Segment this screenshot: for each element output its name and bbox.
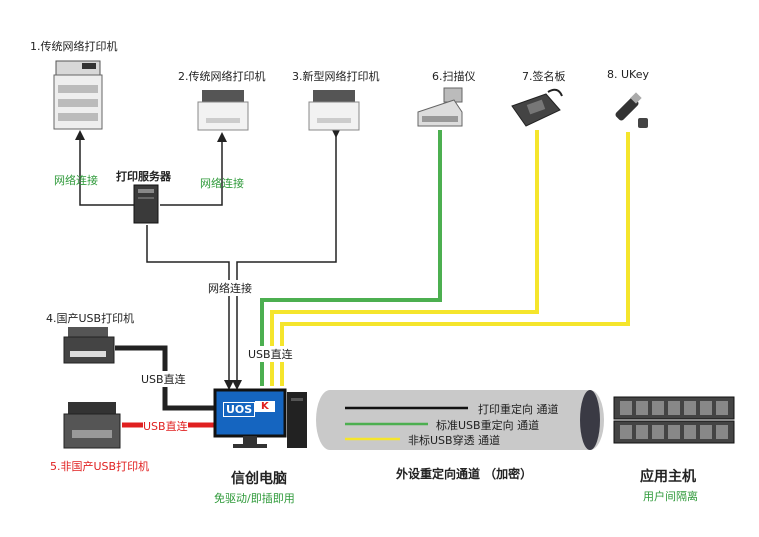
signpad-icon <box>508 86 564 130</box>
line-server-printer2 <box>160 132 227 206</box>
line-server-down <box>146 225 234 390</box>
tunnel-title: 外设重定向通道 （加密） <box>396 467 533 481</box>
ukey-icon <box>608 90 652 132</box>
line-scanner <box>260 130 442 386</box>
net-center-label: 网络连接 <box>208 280 252 296</box>
pc-screen-badge: K <box>255 401 275 412</box>
tunnel <box>316 390 604 450</box>
pc-icon: UOS K <box>213 388 309 450</box>
line-printer3-down <box>232 128 341 390</box>
net-left-label: 网络连接 <box>54 174 98 187</box>
usb-printer4-label: USB直连 <box>141 371 186 387</box>
print-server-label: 打印服务器 <box>116 170 171 183</box>
printer3-label: 3.新型网络打印机 <box>292 70 380 83</box>
printer1-icon <box>52 55 104 133</box>
printer2-icon <box>196 88 250 132</box>
pc-title: 信创电脑 <box>231 471 287 487</box>
scanner-label: 6.扫描仪 <box>432 70 476 83</box>
printer2-label: 2.传统网络打印机 <box>178 70 266 83</box>
net-right-label: 网络连接 <box>200 177 244 190</box>
tunnel-legend-usb-std: 标准USB重定向 通道 <box>436 419 540 432</box>
print-server-icon <box>132 183 160 225</box>
host-server-icon <box>612 395 736 447</box>
printer4-label: 4.国产USB打印机 <box>46 312 135 325</box>
printer5-icon <box>62 400 122 452</box>
printer3-icon <box>307 88 361 132</box>
usb-printer5-label: USB直连 <box>143 418 188 434</box>
host-title: 应用主机 <box>640 469 696 485</box>
usb-center-label: USB直连 <box>248 346 293 362</box>
pc-screen-logo: UOS <box>223 402 256 417</box>
tunnel-legend-usb-nonstd: 非标USB穿透 通道 <box>408 434 501 447</box>
signpad-label: 7.签名板 <box>522 70 566 83</box>
tunnel-legend-print: 打印重定向 通道 <box>478 403 559 416</box>
line-ukey <box>280 132 630 386</box>
printer5-label: 5.非国产USB打印机 <box>50 460 150 473</box>
printer4-icon <box>62 325 117 367</box>
line-server-printer1 <box>75 130 140 206</box>
host-subtitle: 用户间隔离 <box>643 490 698 503</box>
ukey-label: 8. UKey <box>607 68 649 81</box>
line-signpad <box>270 130 539 386</box>
scanner-icon <box>414 86 466 130</box>
printer1-label: 1.传统网络打印机 <box>30 40 118 53</box>
pc-subtitle: 免驱动/即插即用 <box>214 492 295 505</box>
